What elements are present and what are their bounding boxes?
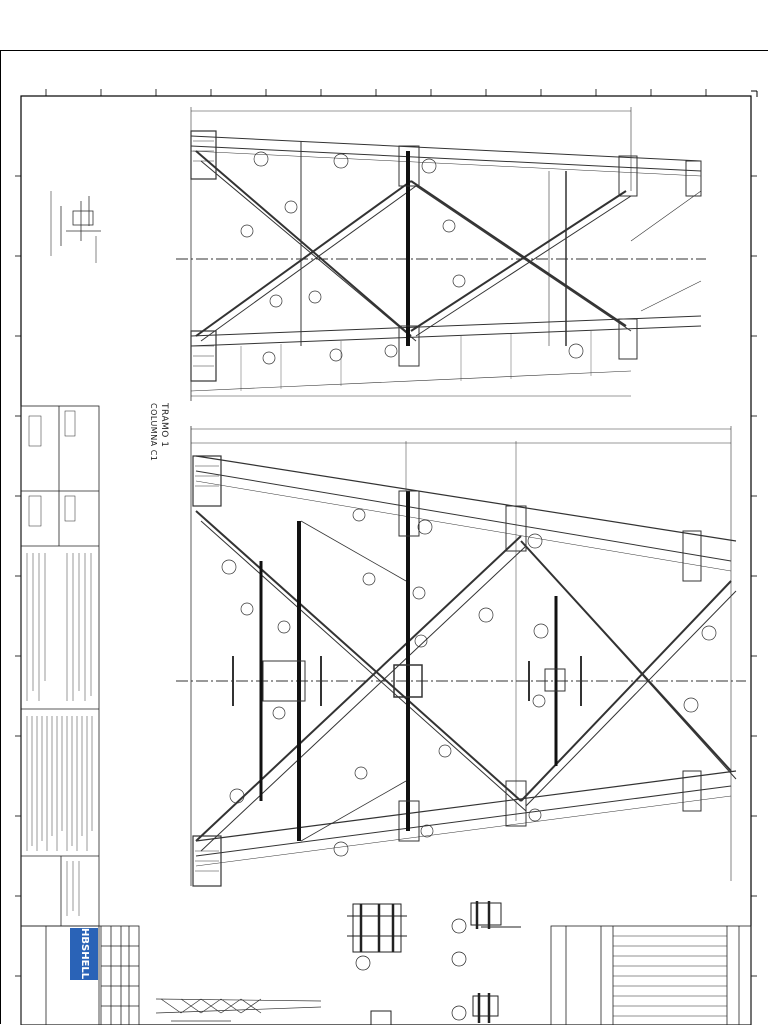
mini-truss-sketch: [155, 998, 322, 1022]
section-subtitle: COLUMNA C1: [149, 403, 158, 462]
upper-truss-view: [176, 107, 706, 401]
lower-truss-view: [176, 426, 746, 887]
drawing-sheet: TRAMO 1 COLUMNA C1: [0, 50, 768, 1027]
bill-of-materials: [550, 925, 752, 1026]
border-ticks: [15, 89, 757, 977]
notes-panel: [20, 405, 100, 1027]
title-block: [20, 925, 140, 1026]
note-text-lines: [26, 553, 93, 916]
drawing-frame: [20, 95, 752, 1026]
section-title: TRAMO 1: [159, 403, 169, 448]
company-logo: HBSHELL: [70, 928, 98, 980]
connection-details: [347, 901, 521, 1026]
engineering-drawing: [15, 89, 758, 1027]
detail-sketch-top-left: [50, 191, 101, 263]
